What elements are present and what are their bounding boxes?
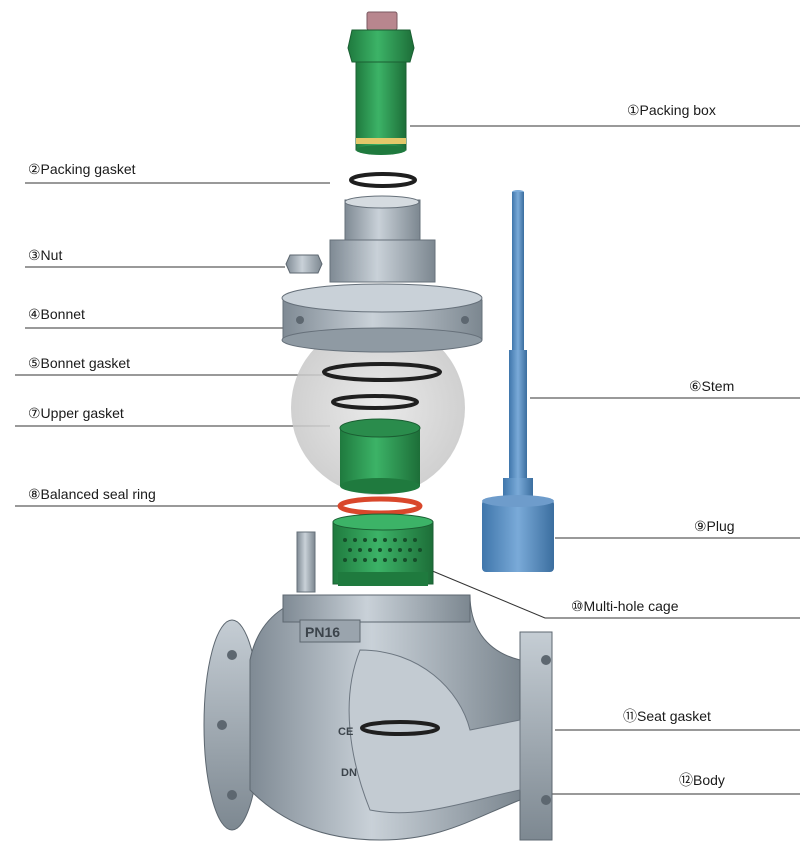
packing-gasket-part [349,172,417,188]
label-bonnet-gasket: ⑤Bonnet gasket [28,355,131,371]
label-upper-gasket: ⑦Upper gasket [28,405,124,421]
plug-part [482,495,554,572]
label-balanced-seal-ring: ⑧Balanced seal ring [28,486,156,502]
label-stem: ⑥Stem [689,378,735,394]
label-bonnet: ④Bonnet [28,306,85,322]
label-body: ⑫Body [679,772,725,788]
balanced-seal-ring-part [337,496,423,516]
packing-box-part [347,11,415,155]
bonnet-gasket-part [322,362,442,382]
upper-sleeve-part [339,418,421,494]
marking-ce: CE [338,726,353,738]
nut-part [285,254,323,274]
upper-gasket-part [331,394,419,410]
body-part: PN16 CE DN [203,531,553,841]
multi-hole-cage-part [332,513,434,586]
bonnet-part [281,195,483,353]
label-multi-hole-cage: ⑩Multi-hole cage [571,598,679,614]
label-nut: ③Nut [28,247,63,263]
stem-part [503,190,533,500]
label-packing-gasket: ②Packing gasket [28,161,136,177]
marking-dn: DN [341,767,357,779]
leader-multi-hole-cage [429,569,800,619]
label-seat-gasket: ⑪Seat gasket [623,708,711,724]
label-packing-box: ①Packing box [627,102,716,118]
marking-pn16: PN16 [305,624,340,640]
label-plug: ⑨Plug [694,518,735,534]
